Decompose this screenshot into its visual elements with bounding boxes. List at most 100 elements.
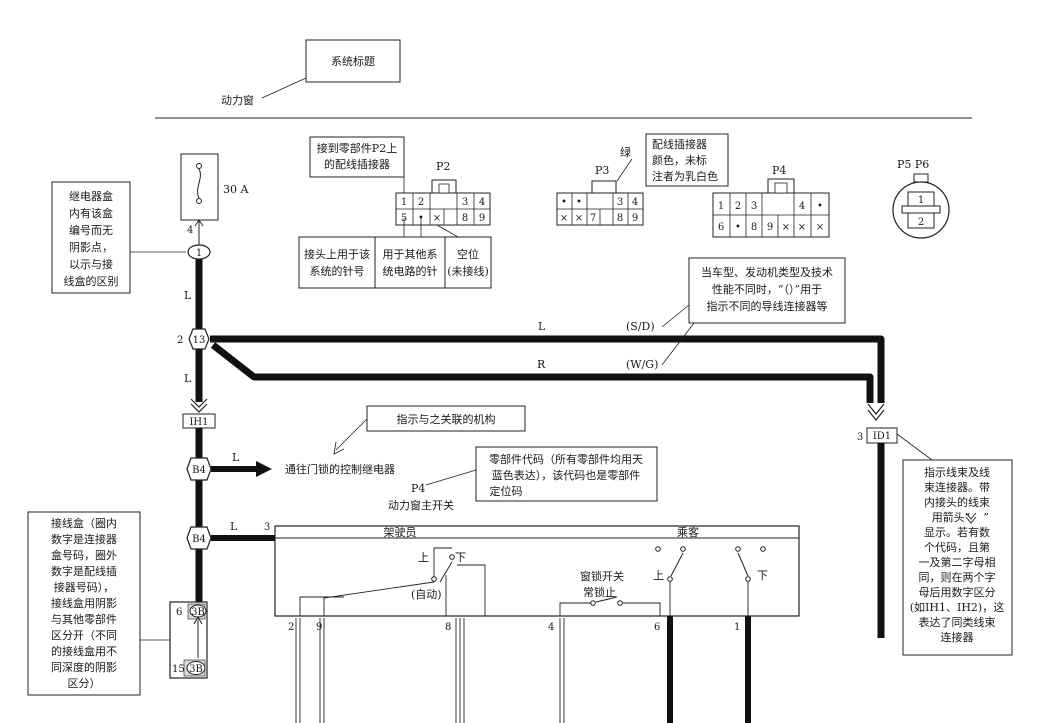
p4-pin: ×: [782, 222, 790, 233]
relay-box-note-line: 继电器盒: [69, 189, 113, 203]
p4-pin: 6: [718, 222, 724, 233]
connector-p3-name: P3: [595, 164, 609, 177]
part-code-note-line: 定位码: [490, 484, 523, 498]
junction-note-line: 同深度的阴影: [51, 660, 117, 674]
driver-window-switch: [299, 547, 486, 616]
connector-p4: [712, 178, 830, 238]
harness-note-line: (如IH1、IH2)，这: [910, 600, 1004, 614]
p3-pin: •: [561, 197, 567, 208]
p3-pin: •: [576, 197, 582, 208]
wire-color-l-upper: L: [538, 320, 546, 333]
variant-note-leader-1: [661, 304, 690, 328]
fuse-top-terminal: [196, 163, 202, 169]
harness-symbol-icon: [965, 512, 977, 524]
mechanism-note-arrow: [333, 441, 345, 455]
switch-pin: 8: [445, 622, 451, 633]
color-note-line: 颜色，未标: [652, 153, 707, 167]
junction-13: [188, 328, 210, 350]
junction-box-3b-bottom-pin: 15: [172, 664, 185, 675]
p4-pin: •: [735, 222, 741, 233]
driver-down-label: 下: [455, 551, 466, 564]
system-title-leader: [261, 77, 307, 99]
wire-color-l-2: L: [184, 372, 192, 385]
p2-note-line: 的配线插接器: [324, 157, 390, 171]
wire-r-lower: [210, 342, 874, 403]
p3-pin: 4: [632, 197, 638, 208]
harness-note-line: 束连接器。带: [924, 481, 990, 494]
fuse-bottom-terminal: [196, 198, 202, 204]
p3-pin: ×: [575, 213, 583, 224]
connector-ih1-label: IH1: [189, 417, 208, 428]
relay-box-note-line: 线盒的区别: [64, 274, 119, 288]
junction-note-line: 的接线盒用不: [51, 644, 117, 658]
p4-pin: 9: [767, 222, 773, 233]
junction-b4-lower-label: B4: [192, 534, 206, 545]
junction-note-line: 与其他零部件: [51, 612, 117, 626]
junction-note-line: 区分开（不同: [51, 629, 117, 642]
switch-pin: 9: [316, 622, 322, 633]
p2-pin: 9: [479, 213, 485, 224]
variant-note-leader-2: [661, 322, 695, 366]
connector-color-green: 绿: [620, 145, 631, 159]
connector-p2: [395, 179, 491, 226]
lock-switch-label-2: 常锁止: [583, 585, 616, 599]
switch-pin: 4: [548, 622, 554, 633]
pin-notes-table: [298, 236, 492, 289]
harness-note-line: ”: [983, 511, 989, 524]
p3-pin: 9: [632, 213, 638, 224]
p3-pin: 8: [617, 213, 623, 224]
switch-passenger-label: 乘客: [677, 525, 699, 539]
wire-variant-wg: (W/G): [626, 358, 658, 371]
connector-p4-name: P4: [772, 164, 786, 177]
p4-pin: 2: [735, 201, 741, 212]
variant-note-box: [688, 257, 846, 324]
pin-note-3-line: (未接线): [447, 264, 489, 278]
harness-note-box: [902, 459, 1013, 656]
p2-pin: 4: [479, 197, 485, 208]
mechanism-note-box: [366, 405, 526, 432]
p3-pin: ×: [560, 213, 568, 224]
junction-1: [187, 244, 211, 260]
p2-pin: 2: [418, 197, 424, 208]
switch-pin: 1: [734, 622, 740, 633]
connector-id1-pin: 3: [857, 432, 863, 443]
part-code-note-box: [475, 446, 658, 502]
pin-note-2-line: 统电路的针: [383, 264, 438, 278]
connector-p5p6: [892, 173, 950, 239]
switch-feed-wire-color: L: [230, 520, 238, 533]
color-green-leader: [616, 158, 633, 182]
p3-pin: 7: [590, 213, 596, 224]
relay-box-note-line: 阴影点，: [69, 241, 113, 254]
connector-p5p6-name: P5 P6: [897, 158, 929, 171]
system-title-text: 系统标题: [331, 54, 375, 68]
switch-pin: 6: [654, 622, 660, 633]
color-note-box: [645, 133, 729, 187]
junction-13-pin: 2: [177, 335, 183, 346]
junction-note-text: 接线盒（圈内 数字是连接器 盒号码，圈外 数字是配线插 接器号码）， 接线盒用阴…: [51, 516, 117, 690]
window-lock-switch: [559, 596, 661, 616]
harness-note-line: 个代码，且第: [924, 540, 990, 554]
part-name: 动力窗主开关: [388, 498, 454, 512]
mechanism-note-text: 指示与之关联的机构: [397, 412, 496, 426]
relay-box-note-line: 以示与接: [69, 258, 113, 271]
lock-switch-label-1: 窗锁开关: [580, 569, 624, 583]
p4-pin: 4: [799, 201, 805, 212]
system-name-text: 动力窗: [221, 93, 254, 107]
junction-note-line: 接线盒用阴影: [51, 596, 117, 610]
wire-variant-sd: (S/D): [626, 320, 655, 333]
fuse-up-arrow: [194, 219, 204, 227]
pin-note-1-line: 接头上用于该: [304, 247, 370, 261]
switch-feed-pin: 3: [264, 522, 270, 533]
harness-note-line: 显示。若有数: [924, 525, 990, 539]
part-code-note-line: 零部件代码（所有零部件均用天: [489, 452, 643, 466]
pin-note-leader-3: [436, 224, 459, 238]
harness-note-line: 表达了同类线束: [919, 615, 996, 629]
color-note-line: 配线插接器: [652, 137, 707, 151]
harness-note-line: 母后用数字区分: [919, 585, 996, 599]
passenger-window-switch: [655, 546, 766, 616]
junction-box-3b-top-pin: 6: [176, 607, 182, 618]
wire-color-l-1: L: [184, 289, 192, 302]
variant-note-line: 当车型、发动机类型及技术: [701, 265, 833, 279]
relay-box-note-box: [51, 181, 131, 294]
